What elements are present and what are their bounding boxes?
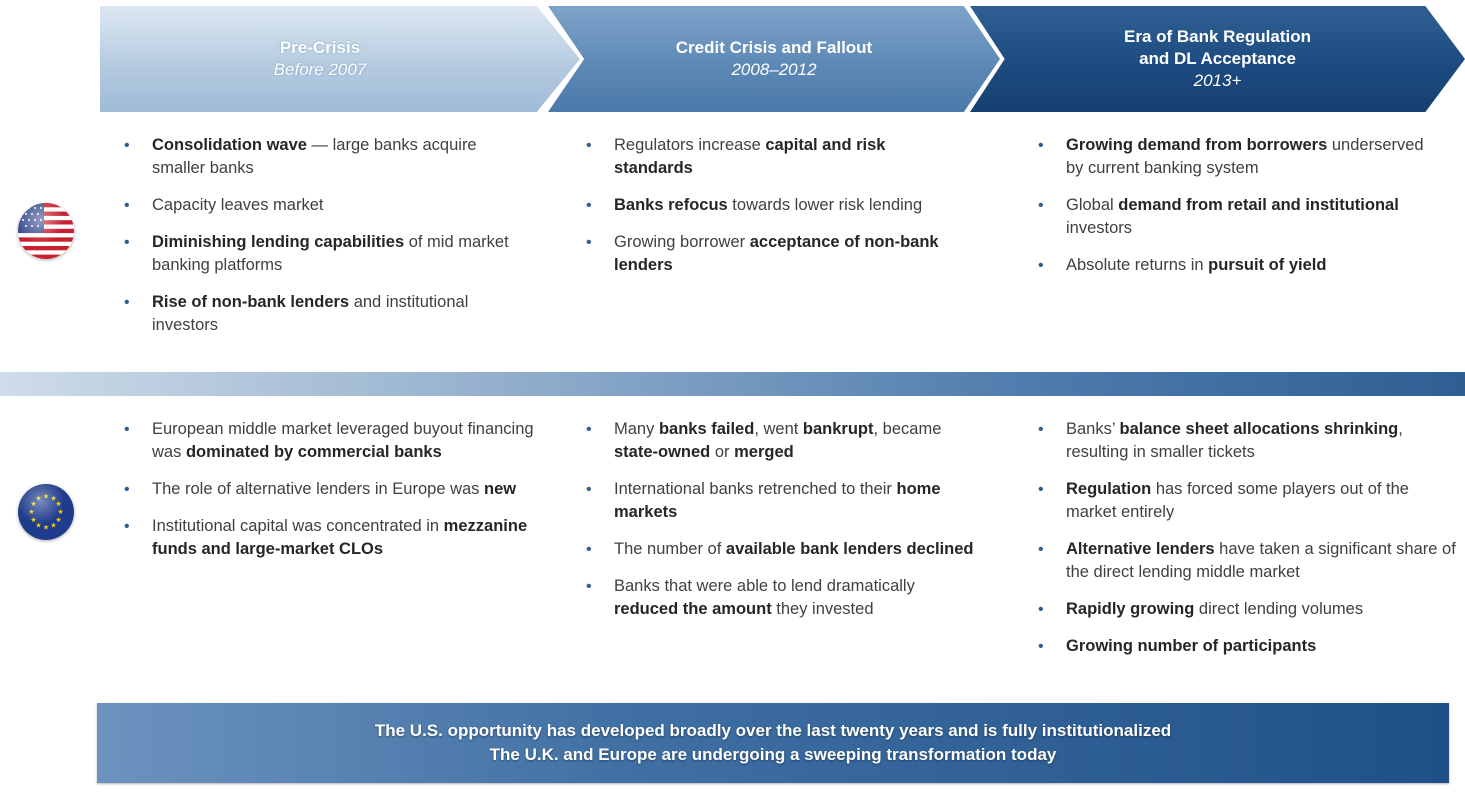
phase-credit-crisis: Credit Crisis and Fallout 2008–2012	[548, 6, 1000, 112]
us-regulation-list: Growing demand from borrowers underserve…	[1038, 134, 1438, 277]
list-item: Banks’ balance sheet allocations shrinki…	[1038, 418, 1458, 464]
list-item: Rapidly growing direct lending volumes	[1038, 598, 1458, 621]
phase-title: Pre-Crisis	[279, 38, 361, 57]
list-item: European middle market leveraged buyout …	[124, 418, 534, 464]
eu-regulation-list: Banks’ balance sheet allocations shrinki…	[1038, 418, 1458, 658]
list-item: Capacity leaves market	[124, 194, 529, 217]
phase-title-line1: Era of Bank Regulation	[1123, 27, 1312, 46]
eu-flag-icon: ★ ★ ★ ★ ★ ★ ★ ★ ★ ★ ★ ★	[18, 484, 74, 540]
phase-subtitle: Before 2007	[273, 60, 367, 79]
list-item: Growing borrower acceptance of non-bank …	[586, 231, 966, 277]
list-item: Regulation has forced some players out o…	[1038, 478, 1458, 524]
phase-pre-crisis: Pre-Crisis Before 2007	[100, 6, 580, 112]
us-credit-crisis-list: Regulators increase capital and risk sta…	[586, 134, 966, 277]
list-item: The role of alternative lenders in Europ…	[124, 478, 534, 501]
phase-subtitle: 2013+	[1193, 71, 1242, 90]
summary-line-1: The U.S. opportunity has developed broad…	[374, 721, 1172, 740]
summary-banner: The U.S. opportunity has developed broad…	[97, 703, 1449, 783]
list-item: International banks retrenched to their …	[586, 478, 981, 524]
list-item: Absolute returns in pursuit of yield	[1038, 254, 1438, 277]
summary-line-2: The U.K. and Europe are undergoing a swe…	[489, 745, 1057, 764]
list-item: Regulators increase capital and risk sta…	[586, 134, 966, 180]
us-pre-crisis-list: Consolidation wave — large banks acquire…	[124, 134, 529, 337]
phase-title: Credit Crisis and Fallout	[675, 38, 873, 57]
list-item: Diminishing lending capabilities of mid …	[124, 231, 529, 277]
phase-title-line2: and DL Acceptance	[1139, 49, 1296, 68]
eu-credit-crisis-list: Many banks failed, went bankrupt, became…	[586, 418, 981, 621]
list-item: Many banks failed, went bankrupt, became…	[586, 418, 981, 464]
list-item: Rise of non-bank lenders and institution…	[124, 291, 529, 337]
list-item: Growing demand from borrowers underserve…	[1038, 134, 1438, 180]
phase-bank-regulation: Era of Bank Regulation and DL Acceptance…	[970, 6, 1465, 112]
list-item: Growing number of participants	[1038, 635, 1458, 658]
list-item: Institutional capital was concentrated i…	[124, 515, 534, 561]
us-flag-icon	[18, 203, 74, 259]
section-divider	[0, 372, 1465, 396]
list-item: Global demand from retail and institutio…	[1038, 194, 1438, 240]
list-item: The number of available bank lenders dec…	[586, 538, 981, 561]
list-item: Banks refocus towards lower risk lending	[586, 194, 966, 217]
list-item: Banks that were able to lend dramaticall…	[586, 575, 981, 621]
phase-subtitle: 2008–2012	[731, 60, 817, 79]
eu-pre-crisis-list: European middle market leveraged buyout …	[124, 418, 534, 561]
list-item: Consolidation wave — large banks acquire…	[124, 134, 529, 180]
list-item: Alternative lenders have taken a signifi…	[1038, 538, 1458, 584]
